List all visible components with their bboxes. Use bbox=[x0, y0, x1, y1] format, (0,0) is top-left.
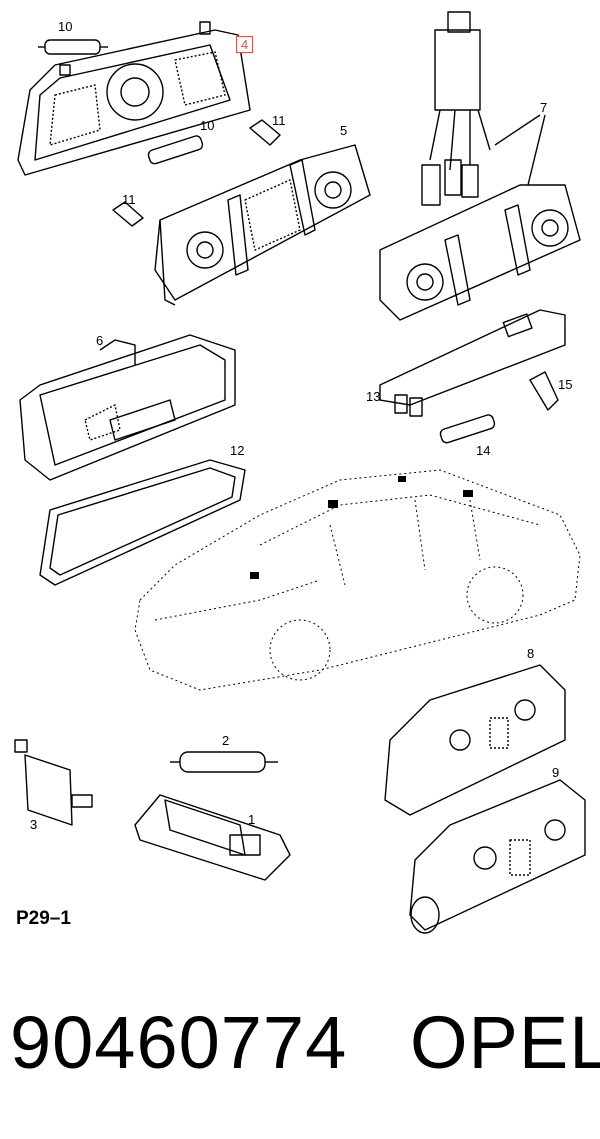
festoon-bulb-2 bbox=[170, 751, 278, 773]
callout-3: 3 bbox=[30, 817, 38, 832]
festoon-bulb-14 bbox=[439, 414, 496, 444]
lens-frame-part-12 bbox=[39, 459, 246, 586]
overhead-console-part-8 bbox=[384, 664, 566, 816]
callout-5: 5 bbox=[340, 123, 348, 138]
callout-4-highlighted: 4 bbox=[236, 36, 254, 53]
callout-1: 1 bbox=[248, 812, 256, 827]
switch-lamp-part-13 bbox=[379, 309, 566, 417]
festoon-bulb-10-middle bbox=[147, 135, 204, 165]
reading-lamp-part-7 bbox=[379, 11, 581, 321]
callout-13: 13 bbox=[366, 389, 381, 404]
mirror-lamp-part bbox=[17, 21, 251, 176]
callout-6: 6 bbox=[96, 333, 104, 348]
figure-reference: P29–1 bbox=[16, 908, 71, 929]
callout-11-top: 11 bbox=[272, 113, 286, 128]
callout-11-left: 11 bbox=[122, 192, 136, 207]
callout-2: 2 bbox=[222, 733, 230, 748]
switch-part-3 bbox=[14, 739, 93, 826]
callout-12: 12 bbox=[230, 443, 245, 458]
callout-10-top: 10 bbox=[58, 19, 73, 34]
wedge-bulb-15 bbox=[529, 371, 559, 411]
overhead-console-part-9 bbox=[409, 779, 586, 934]
part-number: 90460774 bbox=[10, 1001, 348, 1084]
festoon-bulb-10-top bbox=[38, 39, 108, 55]
callout-9: 9 bbox=[552, 765, 560, 780]
lamp-housing-part-1 bbox=[134, 794, 291, 881]
boot-lamp-part-6 bbox=[19, 334, 236, 481]
reading-lamp-part-5 bbox=[154, 144, 371, 306]
callout-14: 14 bbox=[476, 443, 491, 458]
callout-15: 15 bbox=[558, 377, 573, 392]
parts-diagram bbox=[14, 11, 586, 934]
brand-name: OPEL bbox=[410, 1001, 600, 1084]
wedge-bulb-11 bbox=[112, 119, 281, 227]
callout-10-middle: 10 bbox=[200, 118, 215, 133]
car-silhouette bbox=[134, 469, 581, 691]
callout-8: 8 bbox=[527, 646, 535, 661]
callout-7: 7 bbox=[540, 100, 548, 115]
